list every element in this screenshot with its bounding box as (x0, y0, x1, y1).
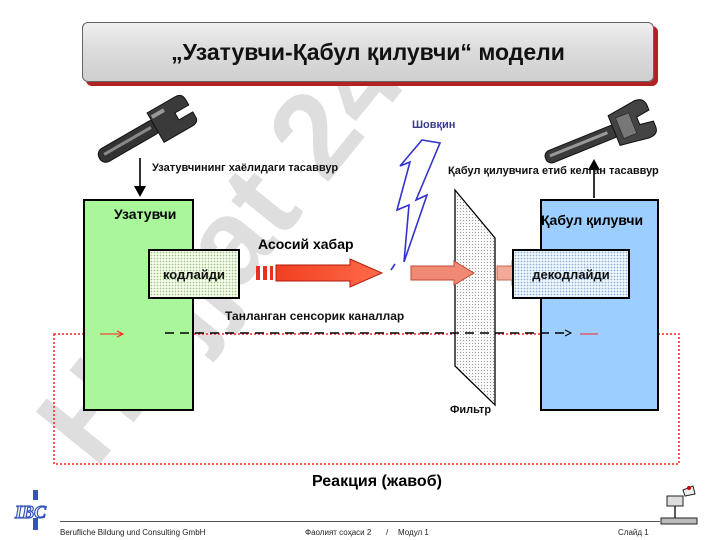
sender-idea-label: Узатувчининг хаёлидаги тасаввур (152, 162, 339, 174)
receiver-idea-label: Қабул қилувчига етиб келган тасаввур (448, 165, 659, 177)
sender-box (83, 199, 194, 411)
logo-text: IBC (14, 502, 47, 522)
wrench-icon (97, 94, 198, 163)
footer-company: Berufliche Bildung und Consulting GmbH (60, 528, 206, 537)
decode-box: декодлайди (512, 249, 630, 299)
main-message-arrow (256, 258, 384, 288)
noise-label: Шовқин (412, 119, 456, 131)
company-logo: IBC (13, 490, 60, 530)
receiver-label: Қабул қилувчи (541, 212, 644, 228)
feedback-loop (53, 333, 680, 465)
footer-module: Модул 1 (398, 528, 429, 537)
projector-icon (657, 482, 701, 528)
slide-title: „Узатувчи-Қабул қилувчи“ модели (171, 38, 565, 65)
sender-label: Узатувчи (114, 206, 177, 222)
main-message-label: Асосий хабар (258, 236, 354, 252)
footer-divider (60, 521, 660, 522)
footer-activity: Фаолият соҳаси 2 (305, 528, 372, 537)
footer-separator: / (386, 528, 389, 537)
title-box: „Узатувчи-Қабул қилувчи“ модели (82, 22, 654, 82)
encode-label: кодлайди (162, 266, 226, 282)
filter-shape (454, 188, 496, 407)
channels-label: Танланган сенсорик каналлар (225, 309, 405, 323)
decode-label: декодлайди (532, 266, 610, 282)
lightning-icon (395, 139, 442, 263)
filtered-message-arrow (410, 260, 475, 286)
footer-slide: Слайд 1 (618, 528, 649, 537)
filter-label: Фильтр (450, 404, 492, 416)
encode-box: кодлайди (148, 249, 240, 299)
feedback-label: Реакция (жавоб) (312, 473, 442, 490)
receiver-box (540, 199, 659, 411)
adjustable-wrench-icon (544, 99, 657, 164)
